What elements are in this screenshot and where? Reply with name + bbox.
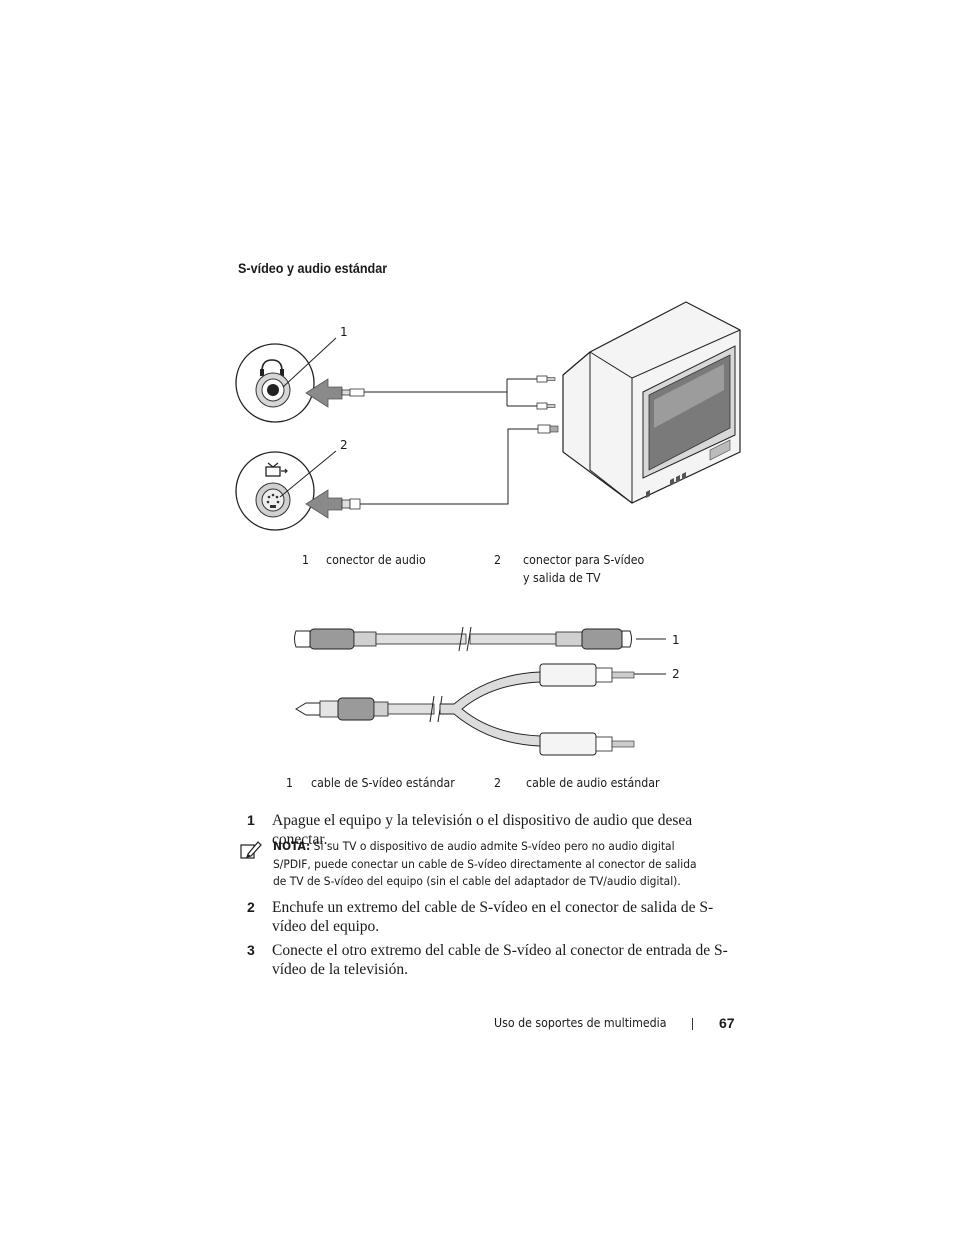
callout-number: 2 — [672, 667, 680, 681]
step-text: Enchufe un extremo del cable de S-vídeo … — [272, 899, 714, 935]
step-item: 2 Enchufe un extremo del cable de S-víde… — [247, 898, 737, 938]
step-text: Apague el equipo y la televisión o el di… — [272, 812, 693, 848]
svideo-connector-port — [235, 451, 315, 531]
callout-number: 1 — [672, 633, 680, 647]
step-item: 3 Conecte el otro extremo del cable de S… — [247, 941, 737, 981]
step-text: Conecte el otro extremo del cable de S-v… — [272, 942, 728, 978]
audio-cable — [295, 663, 635, 756]
step-item: 1 Apague el equipo y la televisión o el … — [247, 811, 737, 848]
callout-number: 1 — [340, 325, 348, 339]
caption-number: 2 — [494, 776, 502, 790]
note-body: Si su TV o dispositivo de audio admite S… — [273, 839, 697, 888]
svideo-cable — [294, 626, 632, 652]
cable-diagram — [294, 626, 666, 756]
footer-section-title: Uso de soportes de multimedia — [494, 1016, 667, 1030]
caption-number: 1 — [286, 776, 294, 790]
note-label: NOTA: — [273, 839, 311, 853]
step-number: 2 — [247, 899, 255, 915]
caption-number: 2 — [494, 553, 502, 567]
caption-text: cable de S-vídeo estándar — [311, 776, 455, 790]
caption-text: cable de audio estándar — [526, 776, 660, 790]
connection-diagram — [235, 301, 741, 531]
caption-number: 1 — [302, 553, 310, 567]
step-number: 3 — [247, 942, 255, 958]
audio-plug — [341, 388, 507, 397]
note-text: NOTA: Si su TV o dispositivo de audio ad… — [273, 838, 706, 891]
caption-text: y salida de TV — [523, 571, 601, 585]
callout-number: 2 — [340, 438, 348, 452]
footer-divider — [692, 1018, 693, 1030]
caption-text: conector de audio — [326, 553, 426, 567]
caption-text: conector para S-vídeo — [523, 553, 645, 567]
pencil-note-icon — [240, 841, 262, 859]
svideo-plug — [341, 424, 559, 510]
section-heading: S-vídeo y audio estándar — [238, 260, 388, 276]
tv-illustration — [562, 301, 741, 504]
page-number: 67 — [719, 1015, 735, 1031]
step-number: 1 — [247, 812, 255, 828]
audio-connector-port — [235, 343, 315, 423]
